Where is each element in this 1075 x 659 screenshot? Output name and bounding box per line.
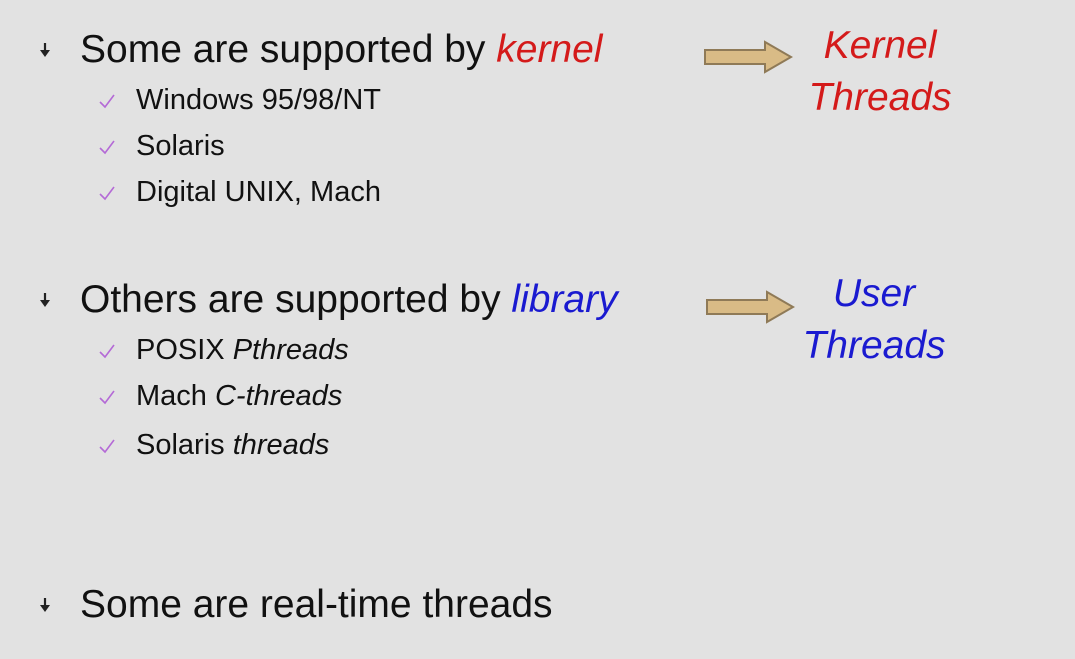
list-item-text: Digital UNIX, Mach — [136, 176, 381, 208]
bullet-library-text: Others are supported by library — [80, 278, 618, 321]
kernel-emphasis: kernel — [496, 28, 603, 71]
user-threads-label: User Threads — [802, 272, 946, 367]
check-mark-icon — [99, 94, 115, 108]
check-mark-icon — [99, 186, 115, 200]
bullet-realtime: Some are real-time threads — [34, 585, 553, 624]
list-item-text: Solaris threads — [136, 429, 330, 461]
list-item: Digital UNIX, Mach — [98, 178, 381, 207]
bullet-kernel-text: Some are supported by kernel — [80, 28, 603, 71]
library-emphasis: library — [511, 278, 618, 321]
down-arrow-bullet-icon — [40, 292, 50, 307]
right-arrow-icon — [706, 290, 795, 324]
check-mark-icon — [99, 439, 115, 453]
list-item: Solaris threads — [98, 431, 329, 460]
kernel-threads-label: Kernel Threads — [808, 24, 952, 119]
check-mark-icon — [99, 140, 115, 154]
list-item: POSIX Pthreads — [98, 336, 349, 365]
bullet-realtime-text: Some are real-time threads — [80, 583, 553, 626]
list-item-text: Mach C-threads — [136, 380, 343, 412]
list-item: Windows 95/98/NT — [98, 86, 381, 115]
check-mark-icon — [99, 344, 115, 358]
bullet-library: Others are supported by library — [34, 280, 618, 319]
bullet-kernel: Some are supported by kernel — [34, 30, 602, 69]
list-item: Solaris — [98, 132, 225, 161]
list-item-text: Solaris — [136, 130, 225, 162]
list-item: Mach C-threads — [98, 382, 342, 411]
check-mark-icon — [99, 390, 115, 404]
right-arrow-icon — [704, 40, 793, 74]
list-item-text: Windows 95/98/NT — [136, 84, 381, 116]
down-arrow-bullet-icon — [40, 42, 50, 57]
down-arrow-bullet-icon — [40, 597, 50, 612]
list-item-text: POSIX Pthreads — [136, 334, 349, 366]
